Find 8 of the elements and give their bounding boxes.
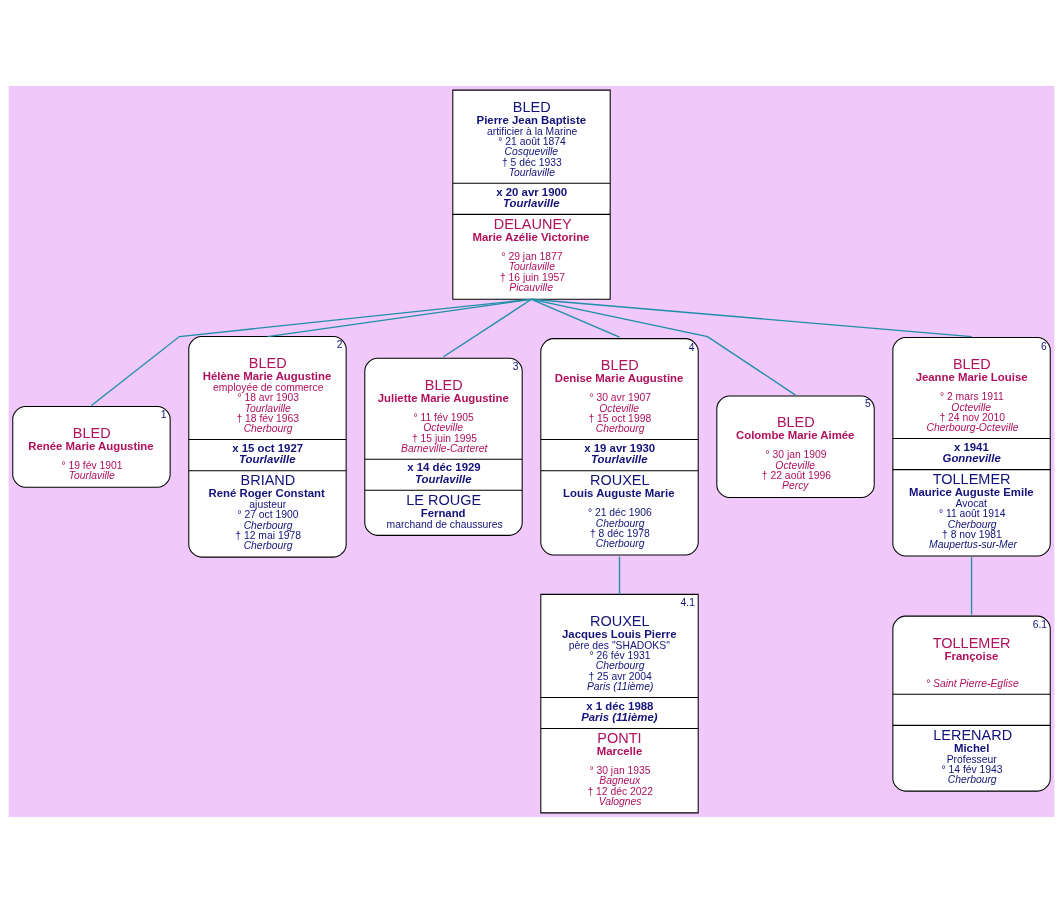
connector — [266, 298, 533, 338]
connector — [970, 556, 973, 616]
connector — [530, 298, 973, 338]
connector — [90, 298, 533, 407]
connector — [442, 298, 533, 358]
connector — [530, 298, 621, 338]
connector — [530, 298, 797, 396]
connector — [618, 555, 621, 596]
